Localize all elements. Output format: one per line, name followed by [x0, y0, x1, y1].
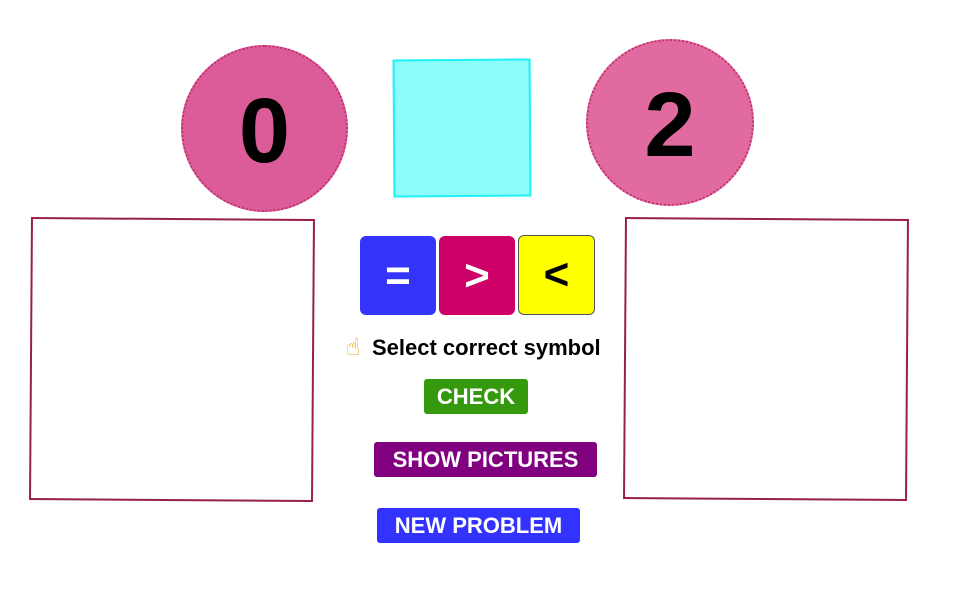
- right-number-circle: 2: [586, 39, 754, 206]
- left-number-circle: 0: [181, 45, 348, 212]
- left-picture-area: [29, 217, 315, 502]
- answer-drop-box[interactable]: [392, 58, 532, 198]
- check-button[interactable]: CHECK: [424, 379, 528, 414]
- instruction-line: ☝ Select correct symbol: [340, 333, 601, 363]
- pointing-hand-icon: ☝: [345, 334, 361, 361]
- instruction-text: Select correct symbol: [372, 335, 601, 360]
- greater-than-symbol-button[interactable]: >: [439, 236, 515, 315]
- left-number: 0: [238, 79, 291, 182]
- show-pictures-button[interactable]: SHOW PICTURES: [374, 442, 597, 477]
- equal-symbol-button[interactable]: =: [360, 236, 436, 315]
- less-than-symbol-button[interactable]: <: [518, 235, 595, 315]
- right-number: 2: [644, 73, 696, 176]
- right-picture-area: [623, 217, 909, 501]
- new-problem-button[interactable]: NEW PROBLEM: [377, 508, 580, 543]
